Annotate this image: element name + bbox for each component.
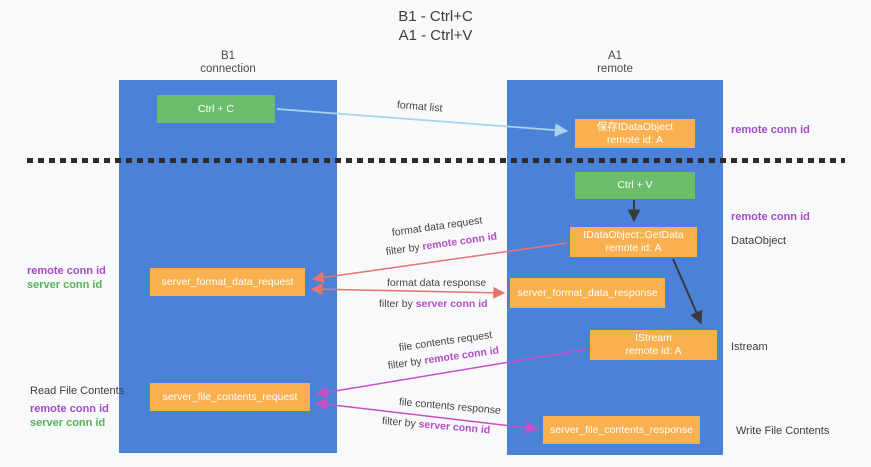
getdata-line2: remote id: A xyxy=(605,242,662,254)
arrow-format-data-response xyxy=(310,283,506,299)
istream-box: IStream remote id: A xyxy=(590,330,717,360)
server-format-data-response-label: server_format_data_response xyxy=(517,286,658,299)
istream-line1: IStream xyxy=(635,332,672,344)
right-column-header: A1 remote xyxy=(507,50,723,76)
remote-conn-id-label-left2: remote conn id xyxy=(30,403,109,415)
save-dataobject-line2: remote id: A xyxy=(606,133,664,146)
server-conn-id-inline2: server conn id xyxy=(418,418,491,437)
filter-by-text: filter by xyxy=(379,298,416,310)
left-conn-id-block-bottom: remote conn id server conn id xyxy=(30,402,109,430)
getdata-line1: IDataObject::GetData xyxy=(583,229,684,241)
istream-side-label: Istream xyxy=(731,341,768,353)
save-dataobject-line1: 保存IDataObject xyxy=(596,120,674,133)
filter-by-text: filter by xyxy=(381,415,420,431)
server-file-contents-response-box: server_file_contents_response xyxy=(543,416,700,444)
istream-line2: remote id: A xyxy=(625,345,682,357)
ctrl-v-label: Ctrl + V xyxy=(617,179,653,191)
server-format-data-response-box: server_format_data_response xyxy=(510,278,665,308)
left-column-role: connection xyxy=(200,63,256,75)
write-file-contents-label: Write File Contents xyxy=(736,425,830,437)
remote-conn-id-label-left: remote conn id xyxy=(27,265,106,277)
getdata-box: IDataObject::GetData remote id: A xyxy=(570,227,697,257)
left-column-name: B1 xyxy=(220,50,236,62)
diagram-title: B1 - Ctrl+C A1 - Ctrl+V xyxy=(0,7,871,45)
remote-conn-id-label-mid: remote conn id xyxy=(731,211,810,223)
format-data-response-label: format data response xyxy=(387,277,487,289)
format-data-response-filter-label: filter by server conn id xyxy=(379,298,488,310)
server-file-contents-response-label: server_file_contents_response xyxy=(549,423,693,436)
server-format-data-request-box: server_format_data_request xyxy=(150,268,305,296)
dataobject-label: DataObject xyxy=(731,235,787,247)
filter-by-text: filter by xyxy=(387,354,426,372)
left-conn-id-block-top: remote conn id server conn id xyxy=(27,264,106,292)
remote-conn-id-label-top: remote conn id xyxy=(731,124,810,136)
ctrl-v-box: Ctrl + V xyxy=(575,172,695,199)
server-format-data-request-label: server_format_data_request xyxy=(161,275,294,288)
format-list-label: format list xyxy=(396,99,443,115)
ctrl-c-label: Ctrl + C xyxy=(198,102,234,115)
remote-conn-id-inline: remote conn id xyxy=(421,230,498,253)
save-dataobject-box: 保存IDataObject remote id: A xyxy=(575,119,695,148)
server-file-contents-request-label: server_file_contents_request xyxy=(162,390,298,403)
left-column-header: B1 connection xyxy=(119,50,337,76)
title-line-2: A1 - Ctrl+V xyxy=(398,27,473,44)
server-file-contents-request-box: server_file_contents_request xyxy=(150,383,310,411)
session-divider-dashed-line xyxy=(27,158,845,163)
ctrl-c-box: Ctrl + C xyxy=(157,95,275,123)
title-line-1: B1 - Ctrl+C xyxy=(398,8,473,25)
server-conn-id-label-left2: server conn id xyxy=(30,417,106,429)
server-conn-id-label-left: server conn id xyxy=(27,279,103,291)
file-contents-response-label: file contents response xyxy=(398,396,502,417)
server-conn-id-inline: server conn id xyxy=(415,298,488,310)
right-column-role: remote xyxy=(597,63,633,75)
read-file-contents-label: Read File Contents xyxy=(30,385,125,397)
right-column-name: A1 xyxy=(607,50,623,62)
filter-by-text: filter by xyxy=(385,240,424,258)
file-contents-response-filter-label: filter by server conn id xyxy=(381,415,490,436)
